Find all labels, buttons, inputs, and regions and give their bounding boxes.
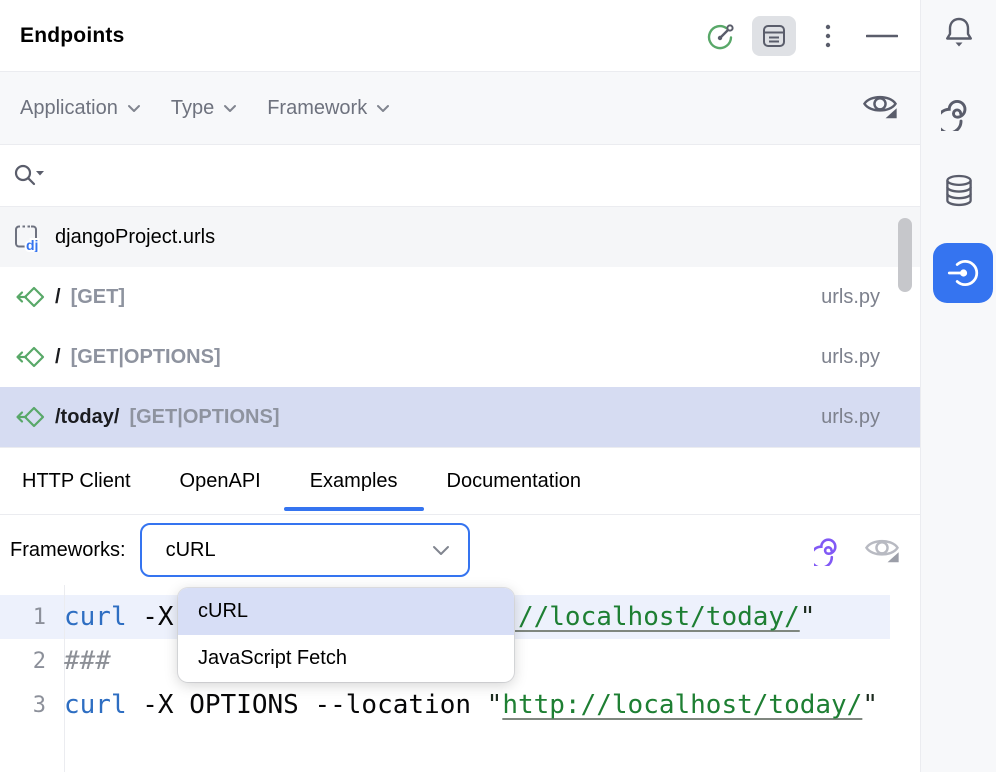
list-scrollbar-thumb[interactable]: [898, 218, 912, 292]
tool-window-stripe: [920, 0, 996, 772]
filter-application-label: Application: [20, 96, 118, 119]
ai-assistant-icon[interactable]: [814, 534, 846, 566]
code-line: 2 ###: [0, 639, 920, 683]
dropdown-option-javascript-fetch[interactable]: JavaScript Fetch: [198, 647, 347, 669]
code-command: curl: [64, 690, 127, 720]
endpoint-icon: [14, 284, 46, 310]
endpoint-group-label: djangoProject.urls: [55, 225, 216, 248]
details-tabs: HTTP Client OpenAPI Examples Documentati…: [0, 448, 920, 515]
endpoints-icon: [947, 260, 979, 286]
notifications-button[interactable]: [935, 9, 983, 57]
endpoint-methods: [GET|OPTIONS]: [70, 345, 221, 368]
endpoint-methods: [GET|OPTIONS]: [129, 405, 280, 428]
endpoint-row-selected[interactable]: /today/ [GET|OPTIONS] urls.py: [0, 387, 920, 447]
bell-icon: [946, 17, 972, 47]
line-number: 1: [32, 604, 46, 630]
line-number: 2: [32, 648, 46, 674]
filter-application[interactable]: Application: [20, 97, 141, 120]
view-options-eye-icon[interactable]: [860, 88, 900, 129]
main-panel: Endpoints: [0, 0, 920, 772]
endpoint-methods: [GET]: [70, 285, 125, 308]
tab-documentation[interactable]: Documentation: [446, 469, 582, 492]
dropdown-option-curl[interactable]: cURL: [178, 588, 514, 635]
endpoint-row[interactable]: / [GET] urls.py: [0, 267, 920, 327]
hide-tool-window-icon[interactable]: [860, 16, 904, 56]
tab-openapi[interactable]: OpenAPI: [179, 469, 261, 492]
search-input[interactable]: [54, 155, 908, 196]
ai-assistant-icon: [941, 99, 967, 131]
django-urls-file-icon: dj: [14, 222, 46, 252]
chevron-down-icon: [432, 545, 449, 555]
search-bar: [0, 145, 920, 207]
filter-type[interactable]: Type: [171, 97, 237, 120]
endpoint-group-row[interactable]: dj djangoProject.urls: [0, 207, 920, 267]
frameworks-label: Frameworks:: [10, 538, 126, 561]
endpoint-file: urls.py: [821, 345, 880, 368]
database-icon: [946, 174, 972, 207]
gutter-separator: [64, 585, 65, 772]
frameworks-selected-value: cURL: [165, 538, 216, 561]
svg-text:dj: dj: [26, 237, 38, 252]
endpoint-icon: [14, 344, 46, 370]
endpoint-status-icon[interactable]: [698, 16, 742, 56]
endpoint-path: /today/: [55, 405, 120, 428]
search-icon[interactable]: [12, 162, 46, 190]
endpoint-icon: [14, 404, 46, 430]
more-options-icon[interactable]: [806, 16, 850, 56]
endpoint-row[interactable]: / [GET|OPTIONS] urls.py: [0, 327, 920, 387]
code-args: -X OPTIONS --location: [126, 690, 487, 720]
tab-http-client[interactable]: HTTP Client: [22, 469, 131, 492]
code-comment: ###: [64, 646, 111, 676]
frameworks-dropdown-popup: cURL JavaScript Fetch: [178, 588, 514, 682]
endpoints-stripe-button[interactable]: [933, 243, 993, 303]
header-actions: [698, 0, 904, 72]
code-url-link[interactable]: http://localhost/today/: [502, 690, 863, 720]
endpoint-path: /: [55, 345, 61, 368]
chevron-down-icon: [127, 104, 140, 112]
frameworks-combobox[interactable]: cURL: [139, 523, 470, 577]
filter-framework[interactable]: Framework: [267, 97, 390, 120]
endpoint-path: /: [55, 285, 61, 308]
endpoint-list: dj djangoProject.urls / [GET] urls.py: [0, 207, 920, 448]
tool-window-header: Endpoints: [0, 0, 920, 72]
frameworks-row: Frameworks: cURL: [0, 515, 920, 585]
endpoint-file: urls.py: [821, 405, 880, 428]
chevron-down-icon: [377, 104, 390, 112]
frameworks-actions: [814, 532, 902, 568]
chevron-down-icon: [224, 104, 237, 112]
toggle-details-pane-button[interactable]: [752, 16, 796, 56]
code-command: curl: [64, 602, 127, 632]
filter-framework-label: Framework: [267, 96, 368, 119]
code-line: 3 curl -X OPTIONS --location "http://loc…: [0, 683, 920, 727]
filter-type-label: Type: [170, 96, 215, 119]
filter-bar: Application Type Framework: [0, 72, 920, 145]
eye-icon[interactable]: [862, 532, 902, 568]
database-stripe-button[interactable]: [935, 167, 983, 215]
ai-assistant-stripe-button[interactable]: [935, 89, 983, 137]
endpoint-file: urls.py: [821, 285, 880, 308]
tab-examples[interactable]: Examples: [283, 448, 424, 514]
line-number: 3: [32, 692, 46, 718]
page-title: Endpoints: [20, 23, 125, 47]
